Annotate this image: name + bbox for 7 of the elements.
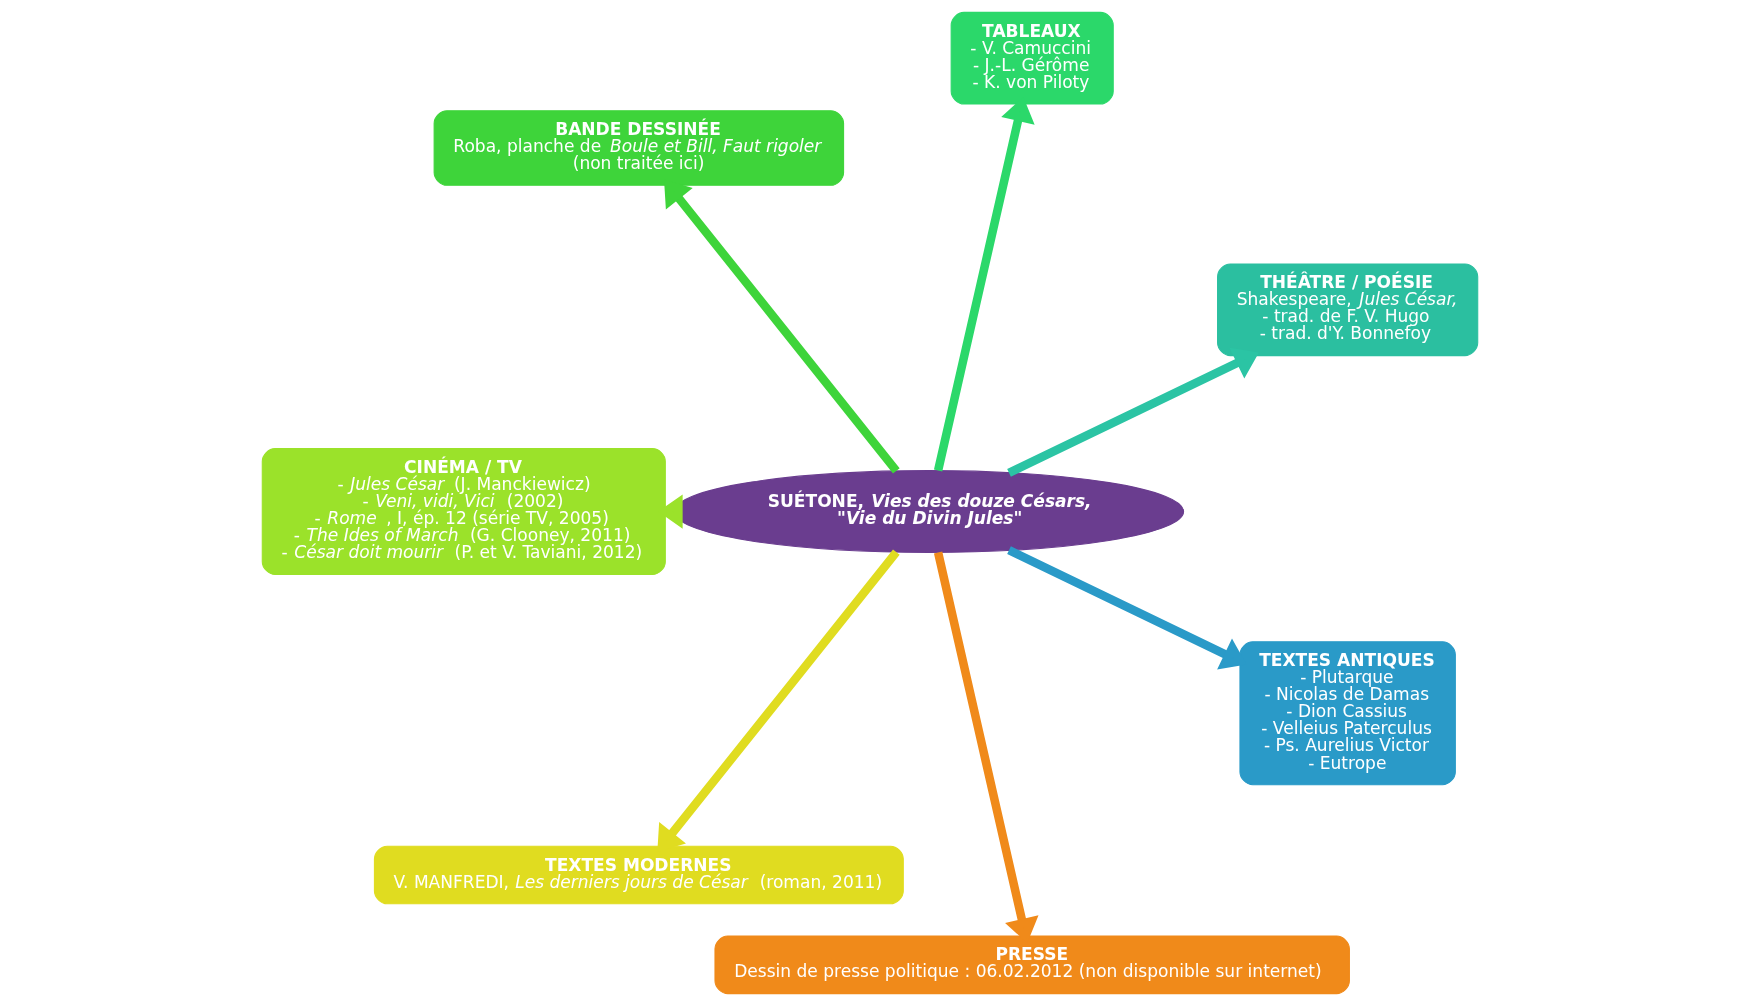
node-box: TEXTES MODERNES V. MANFREDI, Les derniers jours de César (roman, 2011) — [373, 845, 904, 905]
node-box: PRESSE Dessin de presse politique : 06.02.2012 (non disponible sur internet) — [714, 935, 1350, 995]
node-box: TABLEAUX - V. Camuccini - J.-L. Gérôme - K. von Piloty — [950, 11, 1114, 105]
node-box: CINÉMA / TV - Jules César (J. Manckiewicz) - Veni, vidi, Vici (2002) - Rome , I, ép. 12 (série TV, 2005) - The Ides of March (G. Clooney, 2011) - César doit mourir (P. et V. Taviani, 2012) — [261, 448, 666, 575]
node-box: TEXTES ANTIQUES - Plutarque - Nicolas de Damas - Dion Cassius - Velleius Paterculus - Ps. Aurelius Victor - Eutrope — [1239, 641, 1456, 786]
node-box: THÉÂTRE / POÉSIE Shakespeare, Jules César, - trad. de F. V. Hugo - trad. d'Y. Bonnefoy — [1217, 263, 1479, 357]
node-box: BANDE DESSINÉE Roba, planche de Boule et Bill, Faut rigoler (non traitée ici) — [433, 110, 845, 186]
